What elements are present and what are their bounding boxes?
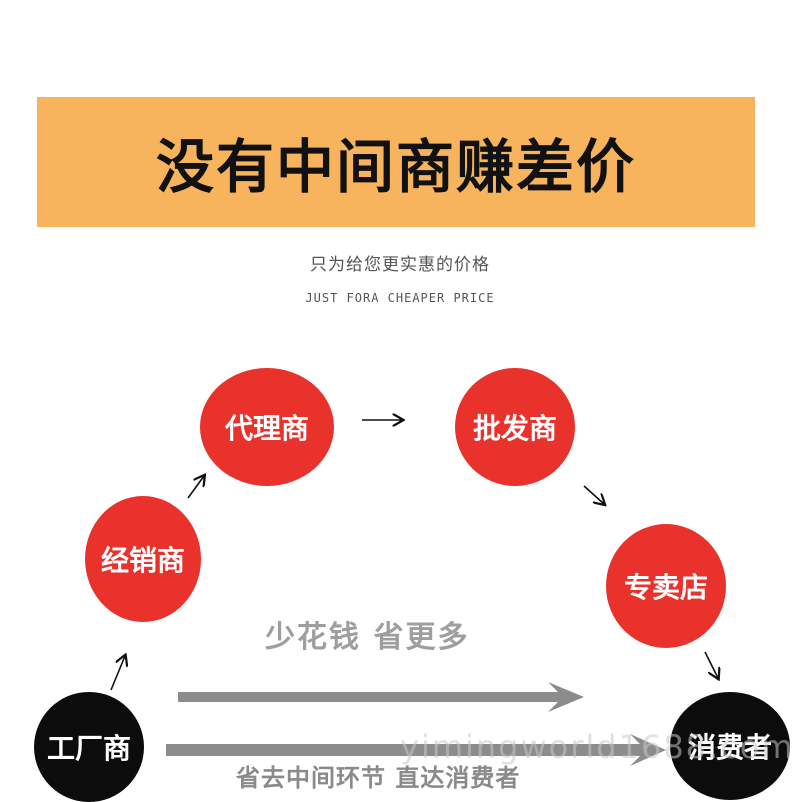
slogan-text: 少花钱 省更多	[265, 620, 470, 655]
node-distributor: 经销商	[85, 496, 201, 622]
node-store: 专卖店	[606, 524, 726, 648]
node-agent: 代理商	[200, 368, 334, 486]
node-wholesaler: 批发商	[455, 368, 575, 486]
node-factory-label: 工厂商	[46, 732, 131, 765]
arrow-distributor-to-agent	[187, 476, 204, 499]
node-consumer: 消费者	[670, 692, 790, 800]
watermark-text: yimingworld1688.com	[400, 728, 795, 766]
arrow-factory-to-distributor	[110, 656, 125, 691]
big-arrow-upper	[178, 682, 584, 712]
node-factory: 工厂商	[34, 692, 144, 802]
node-store-label: 专卖店	[623, 571, 708, 604]
node-distributor-label: 经销商	[100, 544, 185, 577]
bottom-caption: 省去中间环节 直达消费者	[236, 764, 521, 792]
banner-title: 没有中间商赚差价	[155, 133, 636, 201]
subtitle-chinese: 只为给您更实惠的价格	[310, 255, 490, 275]
subtitle-english: JUST FORA CHEAPER PRICE	[305, 291, 495, 305]
node-agent-label: 代理商	[224, 412, 309, 445]
node-consumer-label: 消费者	[687, 731, 772, 764]
big-arrow-lower	[166, 734, 666, 766]
arrow-store-to-consumer	[704, 651, 718, 678]
title-banner: 没有中间商赚差价	[37, 97, 755, 227]
node-wholesaler-label: 批发商	[472, 412, 557, 445]
arrow-wholesaler-to-store	[583, 485, 604, 504]
